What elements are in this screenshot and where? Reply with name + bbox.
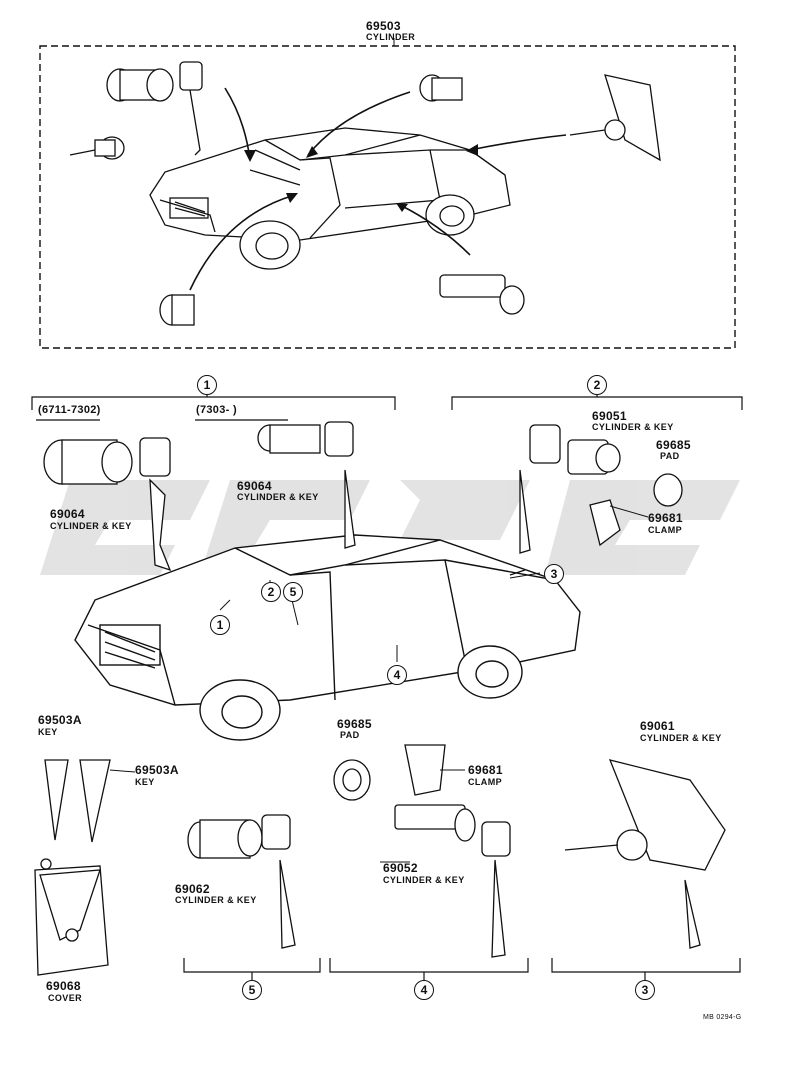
group-index-3: 3 xyxy=(635,980,655,1000)
part-number-p1: 69064 xyxy=(50,507,85,521)
cylinder-icons-top xyxy=(69,61,661,326)
car-top xyxy=(149,127,511,270)
locator-arrows xyxy=(189,87,567,291)
part-number-p3: 69051 xyxy=(592,409,627,423)
part-name-p10: CYLINDER & KEY xyxy=(640,733,722,743)
part-name-p12: CYLINDER & KEY xyxy=(383,875,465,885)
part-name-p13: COVER xyxy=(48,993,83,1003)
part-number-p11: 69062 xyxy=(175,882,210,896)
part-number-p7: 69503A xyxy=(135,763,179,777)
part-number-p8: 69685 xyxy=(337,717,372,731)
part-name-p3: CYLINDER & KEY xyxy=(592,422,674,432)
callout-5: 5 xyxy=(283,582,303,602)
part-name-p1: CYLINDER & KEY xyxy=(50,521,132,531)
part-name-p11: CYLINDER & KEY xyxy=(175,895,257,905)
callout-1: 1 xyxy=(210,615,230,635)
document-code: MB 0294-G xyxy=(703,1014,742,1021)
group-index-4: 4 xyxy=(414,980,434,1000)
arrowheads xyxy=(244,144,478,212)
part-number-p10: 69061 xyxy=(640,719,675,733)
part-name-p2: CYLINDER & KEY xyxy=(237,492,319,502)
part-drawings xyxy=(34,421,726,976)
callout-2: 2 xyxy=(261,582,281,602)
part-number-p12: 69052 xyxy=(383,861,418,875)
callout-3: 3 xyxy=(544,564,564,584)
part-name-p4: PAD xyxy=(660,451,680,461)
top-part-name: CYLINDER xyxy=(366,32,416,42)
group-index-2: 2 xyxy=(587,375,607,395)
part-name-p7: KEY xyxy=(135,777,155,787)
part-name-p8: PAD xyxy=(340,730,360,740)
group-index-1: 1 xyxy=(197,375,217,395)
part-number-p4: 69685 xyxy=(656,438,691,452)
part-number-p9: 69681 xyxy=(468,763,503,777)
range-label-a: (6711-7302) xyxy=(38,404,101,416)
part-number-p2: 69064 xyxy=(237,479,272,493)
part-number-p5: 69681 xyxy=(648,511,683,525)
range-label-b: (7303- ) xyxy=(196,404,237,416)
group-index-5: 5 xyxy=(242,980,262,1000)
top-part-number: 69503 xyxy=(366,19,401,33)
part-name-p5: CLAMP xyxy=(648,525,682,535)
part-name-p6: KEY xyxy=(38,727,58,737)
assembly-frame xyxy=(39,45,736,349)
car-main xyxy=(74,534,581,741)
part-number-p6: 69503A xyxy=(38,713,82,727)
part-number-p13: 69068 xyxy=(46,979,81,993)
callout-4: 4 xyxy=(387,665,407,685)
part-name-p9: CLAMP xyxy=(468,777,502,787)
